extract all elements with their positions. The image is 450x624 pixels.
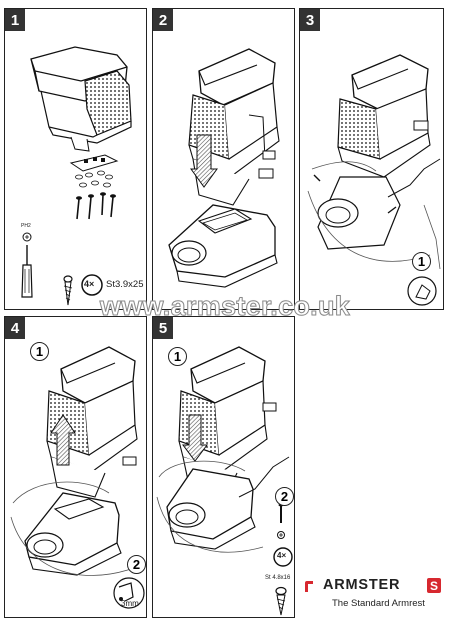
callout-2: 2	[275, 487, 294, 506]
screw-spec: St3.9x25	[106, 279, 144, 290]
step-number: 5	[153, 317, 173, 339]
brand-badge: S	[427, 578, 441, 593]
armrest-insert-illustration	[168, 48, 280, 288]
step-2-panel: 2	[152, 8, 295, 310]
step-number: 3	[300, 9, 320, 31]
callout-1: 1	[412, 252, 431, 271]
armster-logo: ARMSTER S The Standard Armrest	[304, 575, 444, 615]
screwdriver-size-label: PH2	[21, 223, 31, 229]
armrest-assembly-illustration	[21, 46, 132, 306]
brand-name: ARMSTER	[323, 577, 401, 593]
step-5-panel: 5 1 2 4× St 4.8x16	[152, 316, 295, 618]
callout-1: 1	[30, 342, 49, 361]
armrest-final-fix-illustration	[156, 346, 293, 616]
step-number: 1	[5, 9, 25, 31]
step-3-panel: 3 1	[299, 8, 444, 310]
callout-1: 1	[168, 347, 187, 366]
brand-mark-icon	[305, 581, 313, 592]
step-number: 4	[5, 317, 25, 339]
armrest-remove-illustration	[10, 346, 145, 609]
screw-count: 4×	[84, 279, 95, 289]
step-1-panel: 1	[4, 8, 147, 310]
screw-spec: St 4.8x16	[265, 575, 291, 581]
callout-2: 2	[127, 555, 146, 574]
brand-tagline: The Standard Armrest	[332, 598, 425, 609]
gap-measure: 3mm	[121, 599, 139, 608]
armrest-fit-illustration	[307, 54, 441, 306]
step-number: 2	[153, 9, 173, 31]
step-4-panel: 4 1 2 3mm	[4, 316, 147, 618]
screw-count: 4×	[277, 551, 287, 560]
